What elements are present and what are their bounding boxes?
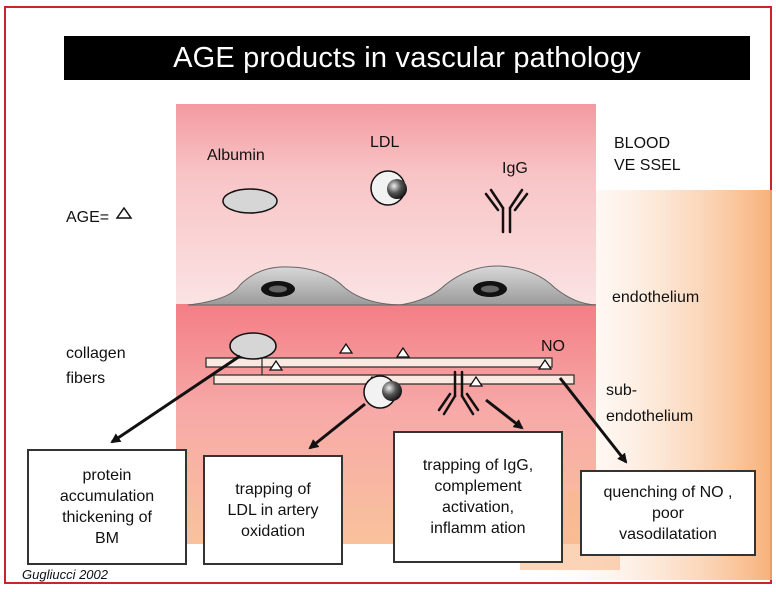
label-igg: IgG <box>502 159 528 179</box>
label-collagen: collagen <box>66 344 126 364</box>
box-igg-trapping: trapping of IgG, complement activation, … <box>393 431 563 563</box>
label-age: AGE= <box>66 208 109 228</box>
label-sub: sub- <box>606 381 637 401</box>
label-subendothelium: endothelium <box>606 407 693 427</box>
page-title: AGE products in vascular pathology <box>64 36 750 80</box>
label-endothelium: endothelium <box>612 288 699 308</box>
trapped-albumin <box>230 333 276 359</box>
box-line: oxidation <box>228 521 319 542</box>
box-line: vasodilatation <box>604 524 733 545</box>
box-line: quenching of NO , <box>604 482 733 503</box>
box-line: trapping of IgG, <box>423 455 533 476</box>
box-line: activation, <box>423 497 533 518</box>
label-no: NO <box>541 337 565 357</box>
ldl-core <box>387 179 407 199</box>
label-albumin: Albumin <box>207 146 265 166</box>
box-line: LDL in artery <box>228 500 319 521</box>
credit-text: Gugliucci 2002 <box>22 567 108 582</box>
box-no-quenching: quenching of NO , poor vasodilatation <box>580 470 756 556</box>
box-line: complement <box>423 476 533 497</box>
box-line: accumulation <box>60 486 154 507</box>
label-ldl: LDL <box>370 133 399 153</box>
age-triangle-icon <box>117 208 131 218</box>
box-protein-accumulation: protein accumulation thickening of BM <box>27 449 187 565</box>
box-line: poor <box>604 503 733 524</box>
box-line: protein <box>60 465 154 486</box>
box-line: BM <box>60 528 154 549</box>
label-fibers: fibers <box>66 369 105 389</box>
box-line: thickening of <box>60 507 154 528</box>
albumin-molecule <box>223 189 277 213</box>
label-blood: BLOOD <box>614 134 670 154</box>
box-line: inflamm ation <box>423 518 533 539</box>
box-line: trapping of <box>228 479 319 500</box>
label-vessel: VE SSEL <box>614 156 681 176</box>
box-ldl-trapping: trapping of LDL in artery oxidation <box>203 455 343 565</box>
